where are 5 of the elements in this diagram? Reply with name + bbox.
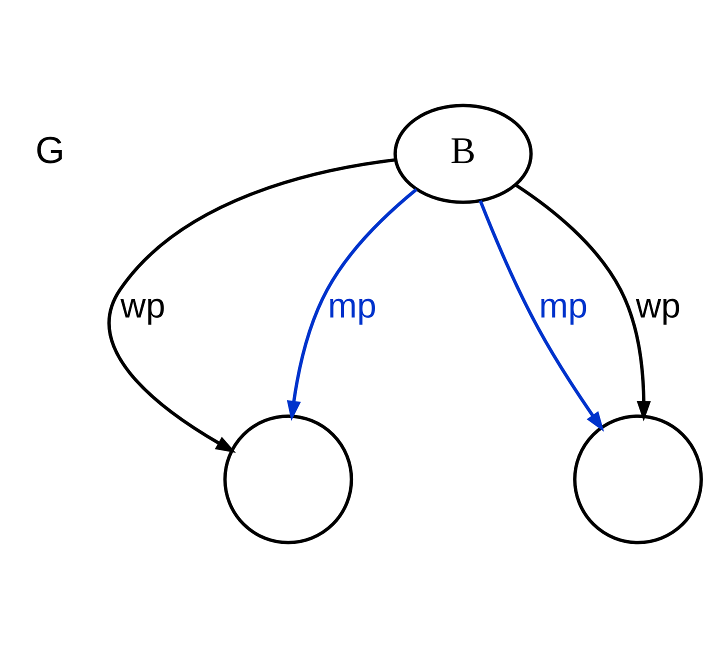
label: G <box>35 128 65 171</box>
edge-label: mp <box>328 286 376 326</box>
edge-label: wp <box>636 286 681 326</box>
edge-label: wp <box>120 286 166 326</box>
edge-label: mp <box>539 286 588 326</box>
